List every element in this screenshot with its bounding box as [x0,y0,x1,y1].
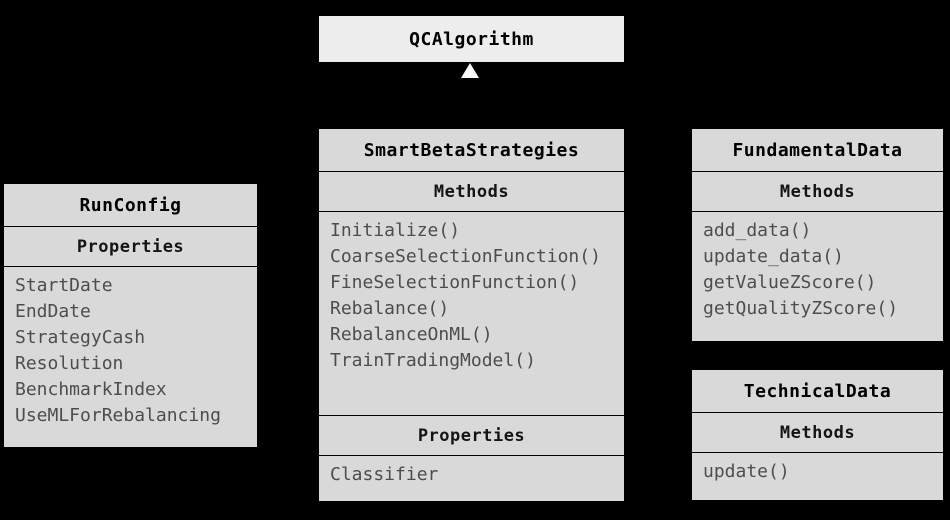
member-item: RebalanceOnML() [330,324,493,345]
member-item: Rebalance() [330,298,450,319]
class-title: RunConfig [4,184,257,227]
inheritance-arrow-icon [461,63,479,78]
class-title: QCAlgorithm [409,28,534,50]
member-item: update() [703,461,790,482]
class-box-qcalgorithm: QCAlgorithm [319,16,624,62]
member-item: StrategyCash [15,327,146,348]
member-list: update() [692,453,943,500]
member-item: TrainTradingModel() [330,350,536,371]
class-box-runconfig: RunConfig Properties StartDate EndDate S… [4,184,257,447]
member-item: StartDate [15,275,113,296]
member-list: Initialize() CoarseSelectionFunction() F… [319,212,624,415]
member-item: Resolution [15,353,124,374]
class-box-technicaldata: TechnicalData Methods update() [692,370,943,500]
class-box-smartbetastrategies: SmartBetaStrategies Methods Initialize()… [319,129,624,501]
member-item: Classifier [330,464,439,485]
section-header-methods: Methods [319,172,624,212]
member-item: BenchmarkIndex [15,379,167,400]
member-item: Initialize() [330,220,461,241]
section-header-properties: Properties [319,415,624,456]
member-item: CoarseSelectionFunction() [330,246,601,267]
member-list: Classifier [319,456,624,501]
class-box-fundamentaldata: FundamentalData Methods add_data() updat… [692,129,943,341]
member-list: StartDate EndDate StrategyCash Resolutio… [4,267,257,447]
member-item: UseMLForRebalancing [15,405,221,426]
class-title: SmartBetaStrategies [319,129,624,172]
section-header-methods: Methods [692,413,943,453]
section-header-methods: Methods [692,172,943,212]
member-item: EndDate [15,301,91,322]
member-item: add_data() [703,220,812,241]
member-item: getValueZScore() [703,272,877,293]
member-item: update_data() [703,246,844,267]
member-item: FineSelectionFunction() [330,272,580,293]
class-title: TechnicalData [692,370,943,413]
member-list: add_data() update_data() getValueZScore(… [692,212,943,341]
class-title: FundamentalData [692,129,943,172]
member-item: getQualityZScore() [703,298,899,319]
section-header-properties: Properties [4,227,257,267]
